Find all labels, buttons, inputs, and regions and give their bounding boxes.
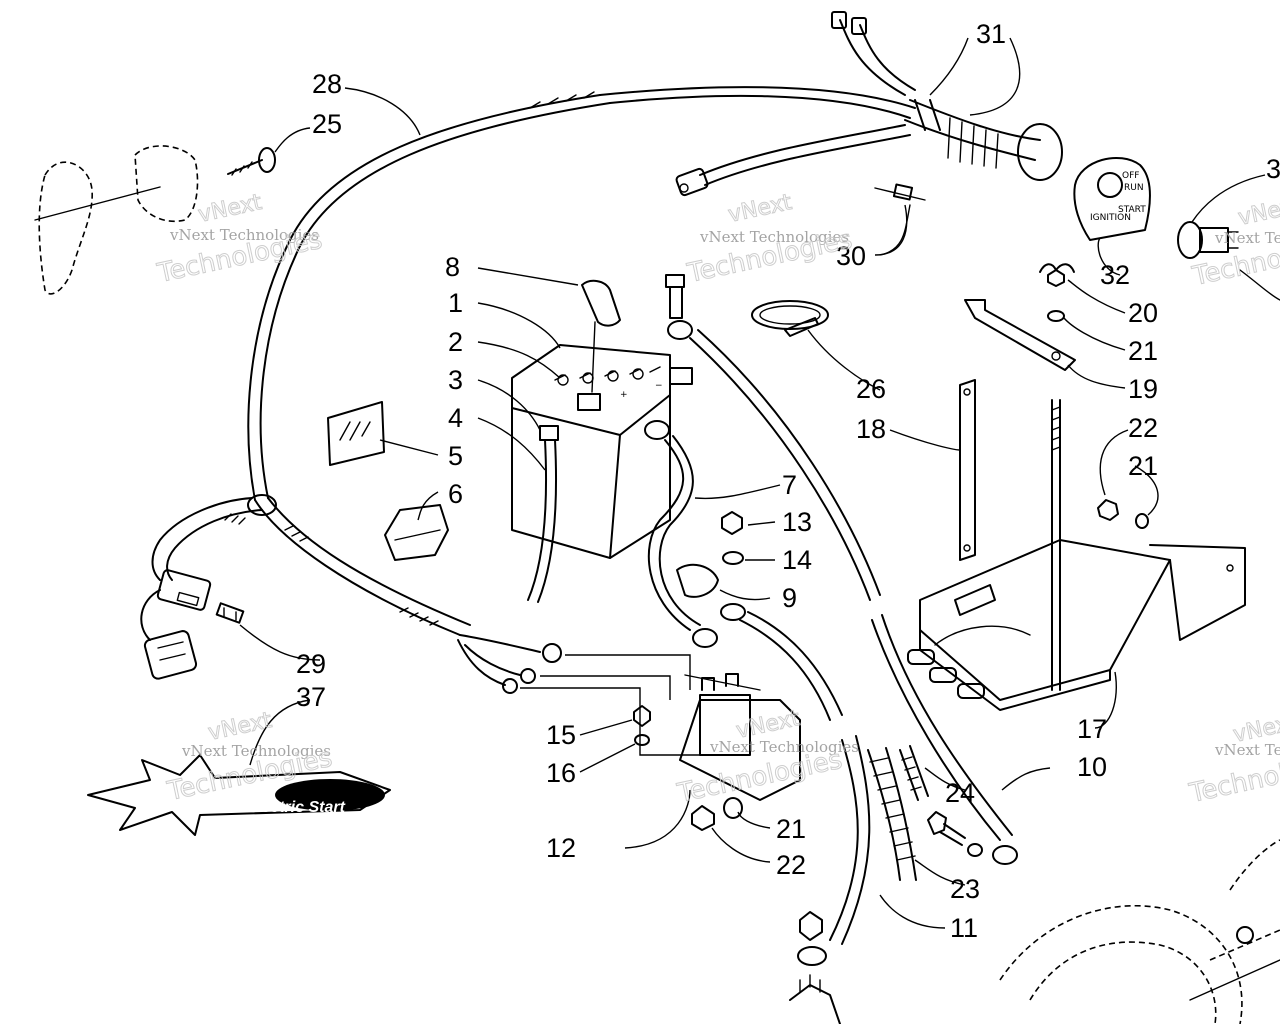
- starter-cable: [797, 735, 871, 966]
- callout-labels: 8 1 2 3 4 5 6 7 13 14 9 10 11 12 15 16 2…: [296, 19, 1280, 943]
- key-plate-off: OFF: [1122, 171, 1139, 181]
- callout-4: 4: [448, 403, 463, 433]
- callout-7: 7: [782, 470, 797, 500]
- terminal-bolt: [665, 274, 685, 319]
- starter-motor-top: [789, 974, 841, 1024]
- callout-9: 9: [782, 583, 797, 613]
- callout-29: 29: [296, 649, 326, 679]
- watermark-company-1: vNext Technologies: [169, 226, 319, 244]
- vent-tube: [527, 425, 559, 603]
- decal-brand-text: electric Start: [248, 799, 346, 816]
- battery: + −: [511, 344, 693, 559]
- callout-21-mid: 21: [1128, 451, 1158, 481]
- watermark-company-3: vNext Technologies: [181, 742, 331, 760]
- decal-pad: [327, 401, 385, 466]
- callout-24: 24: [945, 778, 975, 808]
- convoluted-tube: [867, 747, 917, 881]
- callout-12: 12: [546, 833, 576, 863]
- leader-lines: [239, 37, 1266, 929]
- callout-13: 13: [782, 507, 812, 537]
- mounting-screw: [227, 147, 276, 176]
- callout-5: 5: [448, 441, 463, 471]
- mount-bracket-dashed: [34, 145, 199, 295]
- callout-32: 32: [1100, 260, 1130, 290]
- terminal-boot: [581, 279, 621, 393]
- callout-21-lower: 21: [776, 814, 806, 844]
- fuse-holder: [140, 569, 245, 680]
- electric-start-decal: electric Start: [87, 754, 391, 836]
- lower-nut-washer: [691, 797, 743, 831]
- battery-strap: [959, 379, 976, 561]
- ground-cable: [644, 420, 718, 648]
- callout-2: 2: [448, 327, 463, 357]
- callout-20: 20: [1128, 298, 1158, 328]
- callout-28: 28: [312, 69, 342, 99]
- switch: [1177, 221, 1280, 301]
- engine-housing-dashed: [999, 839, 1280, 1024]
- battery-minus: −: [655, 381, 663, 391]
- callout-19: 19: [1128, 374, 1158, 404]
- key-switch-harness: [675, 11, 1063, 197]
- cable-tie: [751, 300, 829, 337]
- callout-25: 25: [312, 109, 342, 139]
- callout-3: 3: [448, 365, 463, 395]
- foam-pad: [384, 504, 449, 561]
- battery-tray: [907, 539, 1246, 711]
- key-plate: OFF RUN START IGNITION: [1073, 156, 1151, 241]
- key-plate-ignition: IGNITION: [1090, 213, 1131, 223]
- watermark-word1-1: vNext: [196, 190, 264, 228]
- solenoid-cable: [739, 611, 843, 721]
- small-nuts: [633, 705, 651, 746]
- watermark-company-4: vNext Technologies: [709, 738, 859, 756]
- callout-22-top: 22: [1128, 413, 1158, 443]
- solenoid-hardware: [676, 511, 746, 621]
- callout-10: 10: [1077, 752, 1107, 782]
- hold-down-rod: [964, 263, 1076, 691]
- callout-21-top: 21: [1128, 336, 1158, 366]
- key-plate-start: START: [1118, 205, 1146, 215]
- callout-26: 26: [856, 374, 886, 404]
- ground-bolt: [927, 811, 983, 857]
- spring-sleeve: [899, 745, 929, 801]
- callout-17: 17: [1077, 714, 1107, 744]
- callout-3-right: 3: [1266, 154, 1280, 184]
- callout-1: 1: [448, 288, 463, 318]
- watermark-word1-3: vNext: [206, 708, 274, 746]
- callout-23: 23: [950, 874, 980, 904]
- callout-14: 14: [782, 545, 812, 575]
- watermark-company-2: vNext Technologies: [699, 228, 849, 246]
- positive-cable: [667, 320, 1018, 865]
- callout-18: 18: [856, 414, 886, 444]
- battery-plus: +: [620, 390, 628, 400]
- main-wire-harness: [151, 86, 916, 694]
- callout-30: 30: [836, 241, 866, 271]
- callout-37: 37: [296, 682, 326, 712]
- callout-31: 31: [976, 19, 1006, 49]
- callout-15: 15: [546, 720, 576, 750]
- callout-16: 16: [546, 758, 576, 788]
- watermark-company-5: vNext Technologies: [1214, 229, 1280, 247]
- key-plate-run: RUN: [1124, 183, 1144, 193]
- watermark-word1-2: vNext: [726, 190, 794, 228]
- callout-6: 6: [448, 479, 463, 509]
- starter-solenoid: [679, 673, 801, 801]
- watermark-word1-5: vNext: [1236, 193, 1280, 231]
- watermark-company-6: vNext Technologies: [1214, 741, 1280, 759]
- tray-nut-washer: [1097, 499, 1149, 529]
- callout-8: 8: [445, 252, 460, 282]
- callout-22-lower: 22: [776, 850, 806, 880]
- callout-11: 11: [950, 913, 978, 943]
- solenoid-wires: [520, 654, 700, 756]
